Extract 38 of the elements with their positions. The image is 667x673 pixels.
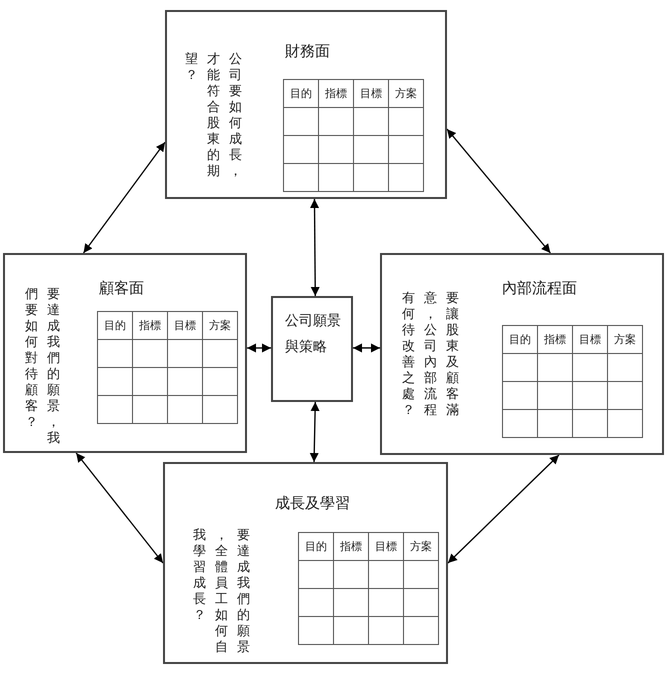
perspective-heading: 顧客面 [99, 279, 144, 298]
perspective-box [3, 253, 247, 453]
column-header: 方案 [404, 533, 438, 560]
guiding-question: 要達成我們的願景，我們要如何對待顧客？ [25, 287, 60, 447]
guiding-question: 要讓股東及顧客滿意，公司內部流程有何待改善之處？ [402, 291, 459, 419]
guiding-question: 要達成我們的願景，全體員工如何自我學習成長？ [193, 528, 250, 656]
double-arrow [448, 454, 560, 564]
double-arrow [310, 402, 320, 462]
column-header: 目的 [284, 80, 318, 107]
column-header: 目的 [503, 326, 537, 353]
perspective-box [163, 462, 448, 664]
column-header: 方案 [389, 80, 423, 107]
perspective-box [380, 253, 664, 455]
double-arrow [446, 128, 551, 254]
column-header: 方案 [608, 326, 642, 353]
column-header: 指標 [538, 326, 572, 353]
column-header: 目的 [98, 312, 132, 339]
column-header: 目標 [573, 326, 607, 353]
double-arrow [353, 343, 380, 352]
column-header: 目標 [354, 80, 388, 107]
double-arrow [83, 142, 166, 254]
double-arrow [247, 343, 271, 352]
double-arrow [76, 452, 164, 564]
column-header: 指標 [133, 312, 167, 339]
column-header: 指標 [319, 80, 353, 107]
perspective-box [165, 10, 447, 199]
vision-box [271, 296, 353, 402]
vision-text: 公司願景與策略 [285, 312, 342, 357]
perspective-heading: 財務面 [285, 42, 330, 61]
perspective-heading: 內部流程面 [502, 279, 577, 298]
column-header: 目的 [299, 533, 333, 560]
column-header: 方案 [203, 312, 237, 339]
column-header: 目標 [168, 312, 202, 339]
guiding-question: 公司要如何成長，才能符合股東的期望？ [185, 52, 242, 180]
perspective-heading: 成長及學習 [275, 494, 350, 513]
column-header: 目標 [369, 533, 403, 560]
double-arrow [310, 199, 320, 296]
column-header: 指標 [334, 533, 368, 560]
